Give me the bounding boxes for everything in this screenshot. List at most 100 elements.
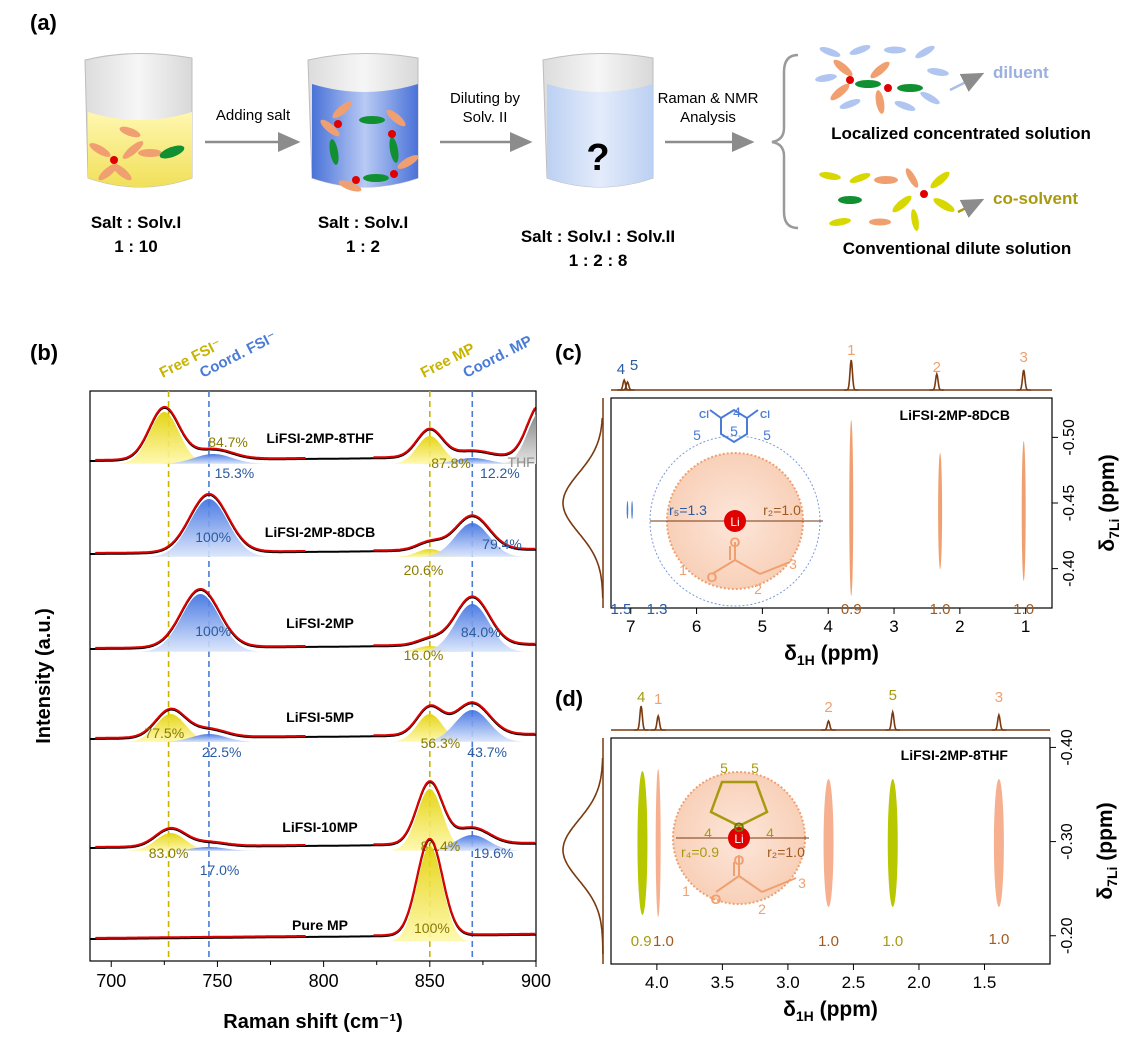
ratio-label: r₂=1.0	[767, 844, 805, 860]
lithium-ion	[724, 510, 746, 532]
cross-peak	[993, 779, 1004, 907]
peak-assignment-label: 3	[1020, 349, 1028, 366]
panel-label: (d)	[555, 686, 583, 711]
cross-peak	[655, 769, 661, 917]
peak-percentage-label: 15.3%	[215, 465, 255, 481]
fitted-curve	[95, 837, 535, 939]
top-1d-peak	[991, 712, 1007, 731]
plot-frame	[89, 390, 537, 962]
beaker-3-ratio-label: Salt : Solv.I : Solv.II	[521, 227, 675, 246]
panel-label: (c)	[555, 340, 582, 365]
lithium-label: Li	[734, 832, 743, 846]
cds-cluster	[819, 168, 955, 231]
integral-value: 0.9	[841, 601, 862, 618]
molecule-atom-label: O	[707, 569, 718, 585]
co-solvent-arrow	[957, 198, 985, 218]
lcs-cluster	[815, 45, 949, 114]
fitted-component-peak	[152, 454, 275, 464]
integral-value: 0.9	[631, 933, 652, 950]
x-tick-label: 6	[692, 617, 701, 636]
cross-peak	[626, 501, 629, 519]
peak-percentage-label: 100%	[414, 920, 450, 936]
molecule-atom-label: 4	[704, 825, 712, 841]
top-1d-peak	[617, 378, 632, 391]
cross-peak	[938, 453, 943, 569]
molecule-atom-label: O	[730, 534, 741, 550]
fitted-component-peak	[389, 846, 470, 942]
peak-assignment-label: 4	[617, 361, 625, 378]
plot-frame	[610, 737, 1051, 965]
x-tick-label: 4	[823, 617, 832, 636]
cross-peak	[849, 420, 854, 596]
x-tick-label: 2.0	[907, 973, 931, 992]
fitted-component-peak	[417, 835, 527, 851]
fitted-component-peak	[417, 604, 527, 652]
molecule-bond	[711, 542, 791, 575]
molecule-atom-label: O	[734, 852, 745, 868]
y-axis-subscript: 7Li	[1104, 867, 1120, 887]
panel-title: LiFSI-2MP-8THF	[901, 747, 1009, 763]
y-tick-label: -0.45	[1061, 485, 1078, 522]
molecule-atom-label: Cl	[699, 410, 709, 421]
peak-percentage-label: 12.2%	[480, 465, 520, 481]
arrow-3-label-line2: Analysis	[680, 109, 736, 126]
beaker-2-ratio: 1 : 2	[346, 237, 380, 256]
y-tick-label: -0.40	[1061, 550, 1078, 587]
integral-value: 1.3	[647, 601, 668, 618]
peak-percentage-label: 87.8%	[431, 455, 471, 471]
lcs-title: Localized concentrated solution	[831, 124, 1091, 143]
series-name: LiFSI-2MP	[286, 615, 354, 631]
molecule-atom-label: 1	[679, 562, 687, 578]
molecule-atom-label: 4	[733, 404, 741, 420]
x-tick-label: 800	[309, 971, 339, 991]
fitted-component-peak	[123, 714, 218, 742]
arrow-2-label-line1: Diluting by	[450, 90, 521, 107]
molecule-atom-label: 2	[754, 581, 762, 597]
integral-value: 1.0	[930, 601, 951, 618]
top-1d-peak	[929, 371, 944, 391]
x-tick-label: 750	[202, 971, 232, 991]
molecule-atom-label: O	[711, 891, 722, 907]
peak-assignment-label: 4	[637, 689, 645, 706]
cross-peak	[637, 771, 648, 915]
molecule-atom-label: 2	[758, 901, 766, 917]
peak-assignment-label: 2	[824, 699, 832, 716]
fitted-component-peak	[389, 436, 470, 464]
x-tick-label: 3	[889, 617, 898, 636]
fitted-component-peak	[139, 594, 262, 652]
x-axis-label: δ1H (ppm)	[784, 642, 879, 668]
fitted-curve	[95, 588, 535, 649]
x-axis-subscript: 1H	[796, 1008, 814, 1024]
ratio-label: r₅=1.3	[669, 502, 707, 518]
fitted-curve	[95, 405, 536, 461]
lithium-label: Li	[730, 515, 739, 529]
beaker-3: ?	[542, 52, 654, 188]
panel-a-label: (a)	[30, 10, 57, 35]
y-axis-unit: (ppm)	[1094, 802, 1117, 866]
x-tick-label: 5	[758, 617, 767, 636]
x-axis-symbol: δ	[784, 642, 797, 665]
peak-percentage-label: 17.0%	[200, 862, 240, 878]
fitted-component-peak	[116, 412, 212, 464]
peak-percentage-label: 84.7%	[208, 434, 248, 450]
x-tick-label: 1	[1021, 617, 1030, 636]
thf-peak	[493, 414, 536, 464]
series-name: LiFSI-5MP	[286, 709, 354, 725]
fitted-component-peak	[417, 458, 527, 464]
top-1d-peak	[821, 719, 836, 731]
y-tick-label: -0.40	[1059, 729, 1076, 766]
molecule-bond	[709, 780, 769, 828]
unknown-question-mark: ?	[586, 137, 609, 179]
peak-percentage-label: 22.5%	[202, 744, 242, 760]
fitted-component-peak	[147, 499, 270, 557]
arrow-1-label: Adding salt	[216, 107, 291, 124]
fitted-component-peak	[154, 847, 263, 851]
outcome-brace	[771, 53, 799, 230]
arrow-2-label-line2: Solv. II	[463, 109, 508, 126]
molecule-atom-label: O	[734, 819, 745, 835]
top-1d-peak	[1016, 369, 1031, 391]
